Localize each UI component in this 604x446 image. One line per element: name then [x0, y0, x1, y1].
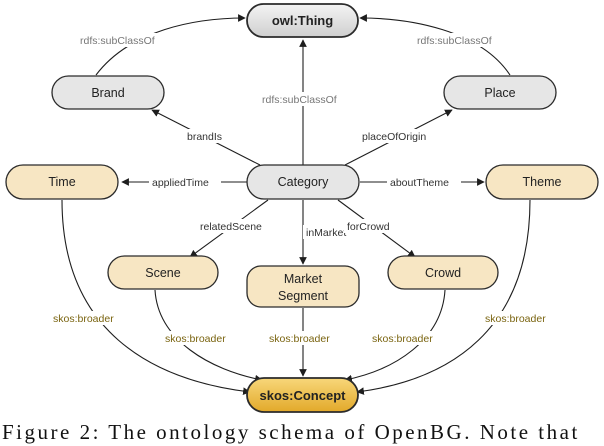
node-label-time: Time	[48, 175, 75, 189]
edge-label-crowd-broader: skos:broader	[372, 333, 433, 345]
node-owl-thing: owl:Thing	[246, 3, 359, 38]
node-label-category: Category	[278, 175, 329, 189]
node-theme: Theme	[485, 164, 599, 200]
nodes: owl:Thing Brand Place Category Time Them…	[5, 3, 599, 413]
edge-label-market-broader: skos:broader	[269, 333, 330, 345]
node-place: Place	[443, 75, 557, 110]
edge-scene-broader	[154, 289, 263, 383]
node-label-market-segment-line2: Segment	[278, 289, 329, 303]
node-category: Category	[246, 164, 360, 200]
node-label-brand: Brand	[91, 86, 124, 100]
edge-label-scene-broader: skos:broader	[165, 333, 226, 345]
edge-crowd-broader	[344, 289, 446, 383]
edge-label-placeoforigin: placeOfOrigin	[362, 131, 426, 143]
edge-label-theme-broader: skos:broader	[485, 313, 546, 325]
edge-label-category-subclassof: rdfs:subClassOf	[262, 94, 337, 106]
edge-theme-broader	[356, 199, 531, 395]
edge-time-broader	[61, 199, 251, 395]
edge-brand-subclassof	[95, 14, 246, 76]
node-time: Time	[5, 164, 119, 200]
node-skos-concept: skos:Concept	[246, 377, 359, 413]
node-crowd: Crowd	[387, 255, 499, 290]
edge-place-subclassof	[359, 14, 511, 76]
node-label-owl-thing: owl:Thing	[272, 13, 333, 28]
edge-labels: rdfs:subClassOf rdfs:subClassOf rdfs:sub…	[50, 33, 560, 345]
node-label-crowd: Crowd	[425, 266, 461, 280]
edge-label-brandis: brandIs	[187, 131, 222, 143]
edge-label-abouttheme: aboutTheme	[390, 177, 449, 189]
node-label-theme: Theme	[523, 175, 562, 189]
node-label-scene: Scene	[145, 266, 180, 280]
figure-caption: Figure 2: The ontology schema of OpenBG.…	[2, 420, 580, 444]
node-brand: Brand	[51, 75, 165, 110]
edge-label-inmarket: inMarket*	[306, 227, 350, 239]
node-scene: Scene	[107, 255, 219, 290]
edge-label-place-subclassof: rdfs:subClassOf	[417, 35, 492, 47]
edge-label-time-broader: skos:broader	[53, 313, 114, 325]
edge-label-appliedtime: appliedTime	[152, 177, 209, 189]
node-label-place: Place	[484, 86, 515, 100]
node-market-segment: Market Segment	[246, 265, 360, 308]
node-label-skos-concept: skos:Concept	[260, 388, 347, 403]
edge-label-relatedscene: relatedScene	[200, 221, 262, 233]
edge-label-brand-subclassof: rdfs:subClassOf	[80, 35, 155, 47]
edge-label-forcrowd: forCrowd	[347, 221, 390, 233]
node-label-market-segment-line1: Market	[284, 272, 323, 286]
